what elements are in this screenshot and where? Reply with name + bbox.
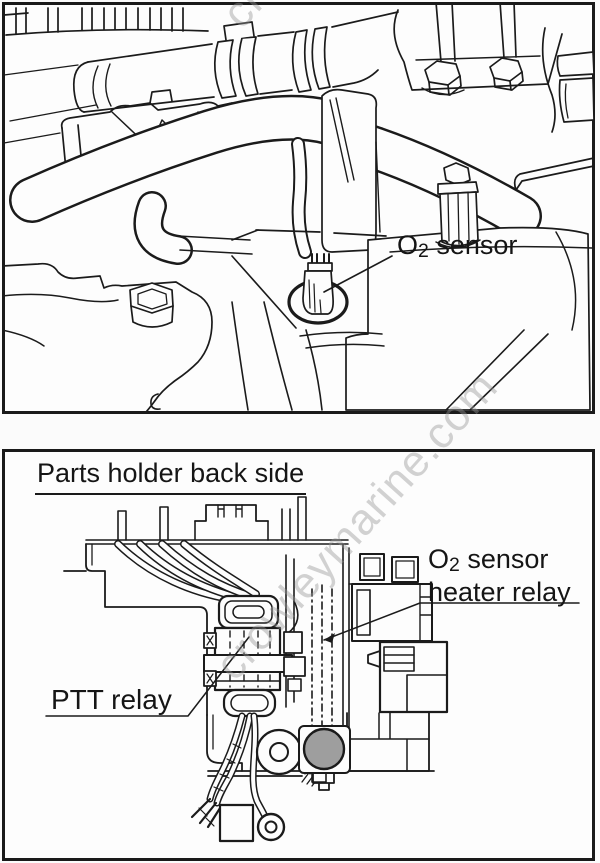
o2-sensor-label: O2 sensor: [397, 230, 517, 263]
figure-title: Parts holder back side: [35, 458, 307, 495]
o2-sensor-part: [302, 253, 334, 315]
gray-solenoid-cap: [302, 727, 346, 771]
o2-label-text: O: [397, 230, 419, 260]
heater-label-line1: O2 sensor: [428, 544, 549, 576]
engine-linework: [2, 2, 595, 413]
ring-terminal: [256, 812, 286, 842]
o2-label-subscript: 2: [418, 239, 429, 262]
figure-parts-holder: Parts holder back side O2 sensor heater …: [2, 449, 595, 861]
engine-illustration: [2, 2, 595, 413]
ptt-relay-label: PTT relay: [51, 684, 172, 715]
relay-wires: [190, 712, 286, 843]
ptt-relay-part: [203, 594, 306, 718]
o2-sensor-leader-line: [323, 255, 393, 293]
heater-relay-part: [311, 584, 333, 745]
parts-holder-illustration: [45, 496, 580, 843]
o2-label-rest: sensor: [428, 230, 518, 260]
washer-grommet: [255, 728, 303, 776]
harness-wires: [114, 540, 260, 603]
heater-label-line2: heater relay: [428, 577, 571, 607]
figure-o2-sensor-location: O2 sensor: [2, 2, 595, 414]
holder-linework: [45, 496, 580, 843]
heater-relay-leader-line: [323, 602, 580, 641]
o2-heater-relay-label: O2 sensor heater relay: [428, 544, 571, 607]
ptt-relay-leader-line: [45, 636, 250, 717]
